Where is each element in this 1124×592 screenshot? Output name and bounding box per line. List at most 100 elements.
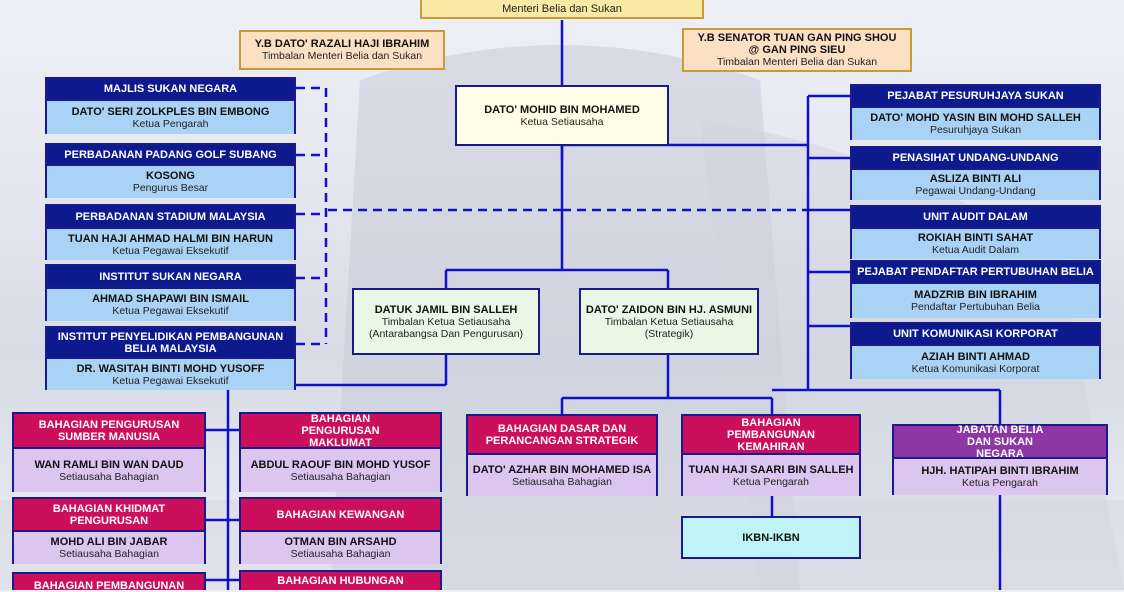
division-head-name: WAN RAMLI BIN WAN DAUD <box>34 458 184 471</box>
division-head-name: ABDUL RAOUF BIN MOHD YUSOF <box>250 458 431 471</box>
agency-body: DATO' SERI ZOLKPLES BIN EMBONG Ketua Pen… <box>47 99 294 134</box>
unit-body: ROKIAH BINTI SAHAT Ketua Audit Dalam <box>852 227 1099 259</box>
division-head-name: TUAN HAJI SAARI BIN SALLEH <box>688 463 854 476</box>
department-header: JABATAN BELIA DAN SUKAN NEGARA <box>894 424 1106 460</box>
division-header: BAHAGIAN KHIDMAT PENGURUSAN <box>14 499 204 530</box>
secretary-general-name: DATO' MOHID BIN MOHAMED <box>484 103 640 116</box>
division-head-name: OTMAN BIN ARSAHD <box>284 536 397 548</box>
agency-head-name: DR. WASITAH BINTI MOHD YUSOFF <box>76 362 265 375</box>
minister-box: Menteri Belia dan Sukan <box>420 0 704 19</box>
division-body: WAN RAMLI BIN WAN DAUD Setiausaha Bahagi… <box>14 447 204 492</box>
agency-box: PERBADANAN PADANG GOLF SUBANG KOSONG Pen… <box>45 143 296 198</box>
department-head-name: HJH. HATIPAH BINTI IBRAHIM <box>921 465 1079 477</box>
unit-box: PENASIHAT UNDANG-UNDANG ASLIZA BINTI ALI… <box>850 146 1101 200</box>
deputy-name: Y.B DATO' RAZALI HAJI IBRAHIM <box>254 38 430 50</box>
unit-header: PEJABAT PESURUHJAYA SUKAN <box>852 86 1099 106</box>
division-head-title: Setiausaha Bahagian <box>290 548 391 560</box>
unit-head-title: Pegawai Undang-Undang <box>915 185 1036 197</box>
unit-head-title: Pendaftar Pertubuhan Belia <box>910 301 1040 313</box>
division-box: BAHAGIAN PEMBANGUNAN <box>12 572 206 592</box>
unit-box: PEJABAT PESURUHJAYA SUKAN DATO' MOHD YAS… <box>850 84 1101 140</box>
agency-box: MAJLIS SUKAN NEGARA DATO' SERI ZOLKPLES … <box>45 77 296 134</box>
division-header: BAHAGIAN PEMBANGUNAN KEMAHIRAN <box>683 416 859 453</box>
unit-box: UNIT AUDIT DALAM ROKIAH BINTI SAHAT Ketu… <box>850 205 1101 259</box>
agency-head-title: Ketua Pegawai Eksekutif <box>112 244 229 257</box>
ikbn-label: IKBN-IKBN <box>742 531 800 544</box>
deputy-name: Y.B SENATOR TUAN GAN PING SHOU @ GAN PIN… <box>697 32 897 56</box>
agency-box: INSTITUT PENYELIDIKAN PEMBANGUNAN BELIA … <box>45 326 296 390</box>
agency-head-title: Ketua Pegawai Eksekutif <box>112 374 229 387</box>
agency-head-title: Ketua Pegawai Eksekutif <box>112 305 229 317</box>
unit-head-name: MADZRIB BIN IBRAHIM <box>914 289 1037 301</box>
division-body: OTMAN BIN ARSAHD Setiausaha Bahagian <box>241 530 440 564</box>
unit-head-title: Ketua Komunikasi Korporat <box>911 362 1040 375</box>
deputy-secretary-portfolio: (Strategik) <box>644 327 694 340</box>
ikbn-box: IKBN-IKBN <box>681 516 861 559</box>
unit-head-name: ROKIAH BINTI SAHAT <box>917 232 1034 244</box>
division-header: BAHAGIAN KEWANGAN <box>241 499 440 530</box>
secretary-general-title: Ketua Setiausaha <box>520 115 604 128</box>
division-body: DATO' AZHAR BIN MOHAMED ISA Setiausaha B… <box>468 453 656 496</box>
deputy-secretary-name: DATO' ZAIDON BIN HJ. ASMUNI <box>585 303 753 316</box>
division-head-title: Setiausaha Bahagian <box>59 470 159 483</box>
division-header: BAHAGIAN PENGURUSAN MAKLUMAT <box>241 413 440 449</box>
agency-head-name: DATO' SERI ZOLKPLES BIN EMBONG <box>71 105 270 118</box>
division-header: BAHAGIAN PENGURUSAN SUMBER MANUSIA <box>14 414 204 447</box>
unit-header: PEJABAT PENDAFTAR PERTUBUHAN BELIA <box>852 262 1099 282</box>
deputy-secretary-title: Timbalan Ketua Setiausaha <box>381 315 511 328</box>
unit-body: AZIAH BINTI AHMAD Ketua Komunikasi Korpo… <box>852 344 1099 379</box>
agency-body: TUAN HAJI AHMAD HALMI BIN HARUN Ketua Pe… <box>47 227 294 260</box>
agency-body: AHMAD SHAPAWI BIN ISMAIL Ketua Pegawai E… <box>47 287 294 321</box>
agency-header: PERBADANAN PADANG GOLF SUBANG <box>47 145 294 164</box>
agency-header: INSTITUT PENYELIDIKAN PEMBANGUNAN BELIA … <box>47 328 294 357</box>
unit-head-title: Pesuruhjaya Sukan <box>929 124 1022 136</box>
deputy-title: Timbalan Menteri Belia dan Sukan <box>716 56 878 68</box>
division-head-title: Setiausaha Bahagian <box>290 470 391 483</box>
agency-head-name: KOSONG <box>146 170 195 182</box>
agency-head-title: Pengurus Besar <box>132 182 209 194</box>
agency-header: PERBADANAN STADIUM MALAYSIA <box>47 206 294 227</box>
division-head-title: Ketua Pengarah <box>733 475 809 488</box>
unit-body: ASLIZA BINTI ALI Pegawai Undang-Undang <box>852 168 1099 200</box>
division-body: TUAN HAJI SAARI BIN SALLEH Ketua Pengara… <box>683 453 859 496</box>
division-box: BAHAGIAN PENGURUSAN SUMBER MANUSIA WAN R… <box>12 412 206 492</box>
deputy-title: Timbalan Menteri Belia dan Sukan <box>261 50 423 62</box>
deputy-minister-box: Y.B DATO' RAZALI HAJI IBRAHIM Timbalan M… <box>239 30 445 70</box>
agency-head-name: TUAN HAJI AHMAD HALMI BIN HARUN <box>68 232 273 245</box>
secretary-general-box: DATO' MOHID BIN MOHAMED Ketua Setiausaha <box>455 85 669 146</box>
minister-title: Menteri Belia dan Sukan <box>502 2 622 15</box>
division-head-name: DATO' AZHAR BIN MOHAMED ISA <box>472 463 652 476</box>
division-box: BAHAGIAN KEWANGAN OTMAN BIN ARSAHD Setia… <box>239 497 442 564</box>
department-box: JABATAN BELIA DAN SUKAN NEGARA HJH. HATI… <box>892 424 1108 495</box>
agency-header: MAJLIS SUKAN NEGARA <box>47 79 294 99</box>
unit-box: PEJABAT PENDAFTAR PERTUBUHAN BELIA MADZR… <box>850 260 1101 318</box>
division-header: BAHAGIAN PEMBANGUNAN <box>14 574 204 592</box>
unit-body: MADZRIB BIN IBRAHIM Pendaftar Pertubuhan… <box>852 282 1099 318</box>
department-body: HJH. HATIPAH BINTI IBRAHIM Ketua Pengara… <box>894 457 1106 495</box>
department-head-title: Ketua Pengarah <box>962 477 1038 489</box>
deputy-secretary-portfolio: (Antarabangsa Dan Pengurusan) <box>368 327 524 340</box>
deputy-secretary-name: DATUK JAMIL BIN SALLEH <box>374 303 518 316</box>
agency-body: KOSONG Pengurus Besar <box>47 164 294 198</box>
unit-header: PENASIHAT UNDANG-UNDANG <box>852 148 1099 168</box>
division-header: BAHAGIAN HUBUNGAN <box>241 572 440 590</box>
division-box: BAHAGIAN PENGURUSAN MAKLUMAT ABDUL RAOUF… <box>239 412 442 492</box>
division-head-name: MOHD ALI BIN JABAR <box>50 536 168 548</box>
unit-head-title: Ketua Audit Dalam <box>932 244 1019 256</box>
division-body: ABDUL RAOUF BIN MOHD YUSOF Setiausaha Ba… <box>241 447 440 492</box>
agency-box: INSTITUT SUKAN NEGARA AHMAD SHAPAWI BIN … <box>45 264 296 321</box>
agency-body: DR. WASITAH BINTI MOHD YUSOFF Ketua Pega… <box>47 357 294 390</box>
deputy-secretary-box: DATUK JAMIL BIN SALLEH Timbalan Ketua Se… <box>352 288 540 355</box>
division-body: MOHD ALI BIN JABAR Setiausaha Bahagian <box>14 530 204 564</box>
division-box: BAHAGIAN PEMBANGUNAN KEMAHIRAN TUAN HAJI… <box>681 414 861 496</box>
unit-head-name: DATO' MOHD YASIN BIN MOHD SALLEH <box>870 112 1081 124</box>
agency-box: PERBADANAN STADIUM MALAYSIA TUAN HAJI AH… <box>45 204 296 260</box>
unit-header: UNIT AUDIT DALAM <box>852 207 1099 227</box>
deputy-minister-box: Y.B SENATOR TUAN GAN PING SHOU @ GAN PIN… <box>682 28 912 72</box>
unit-head-name: ASLIZA BINTI ALI <box>929 173 1022 185</box>
unit-head-name: AZIAH BINTI AHMAD <box>921 350 1030 363</box>
division-box: BAHAGIAN KHIDMAT PENGURUSAN MOHD ALI BIN… <box>12 497 206 564</box>
unit-body: DATO' MOHD YASIN BIN MOHD SALLEH Pesuruh… <box>852 106 1099 140</box>
unit-header: UNIT KOMUNIKASI KORPORAT <box>852 324 1099 344</box>
